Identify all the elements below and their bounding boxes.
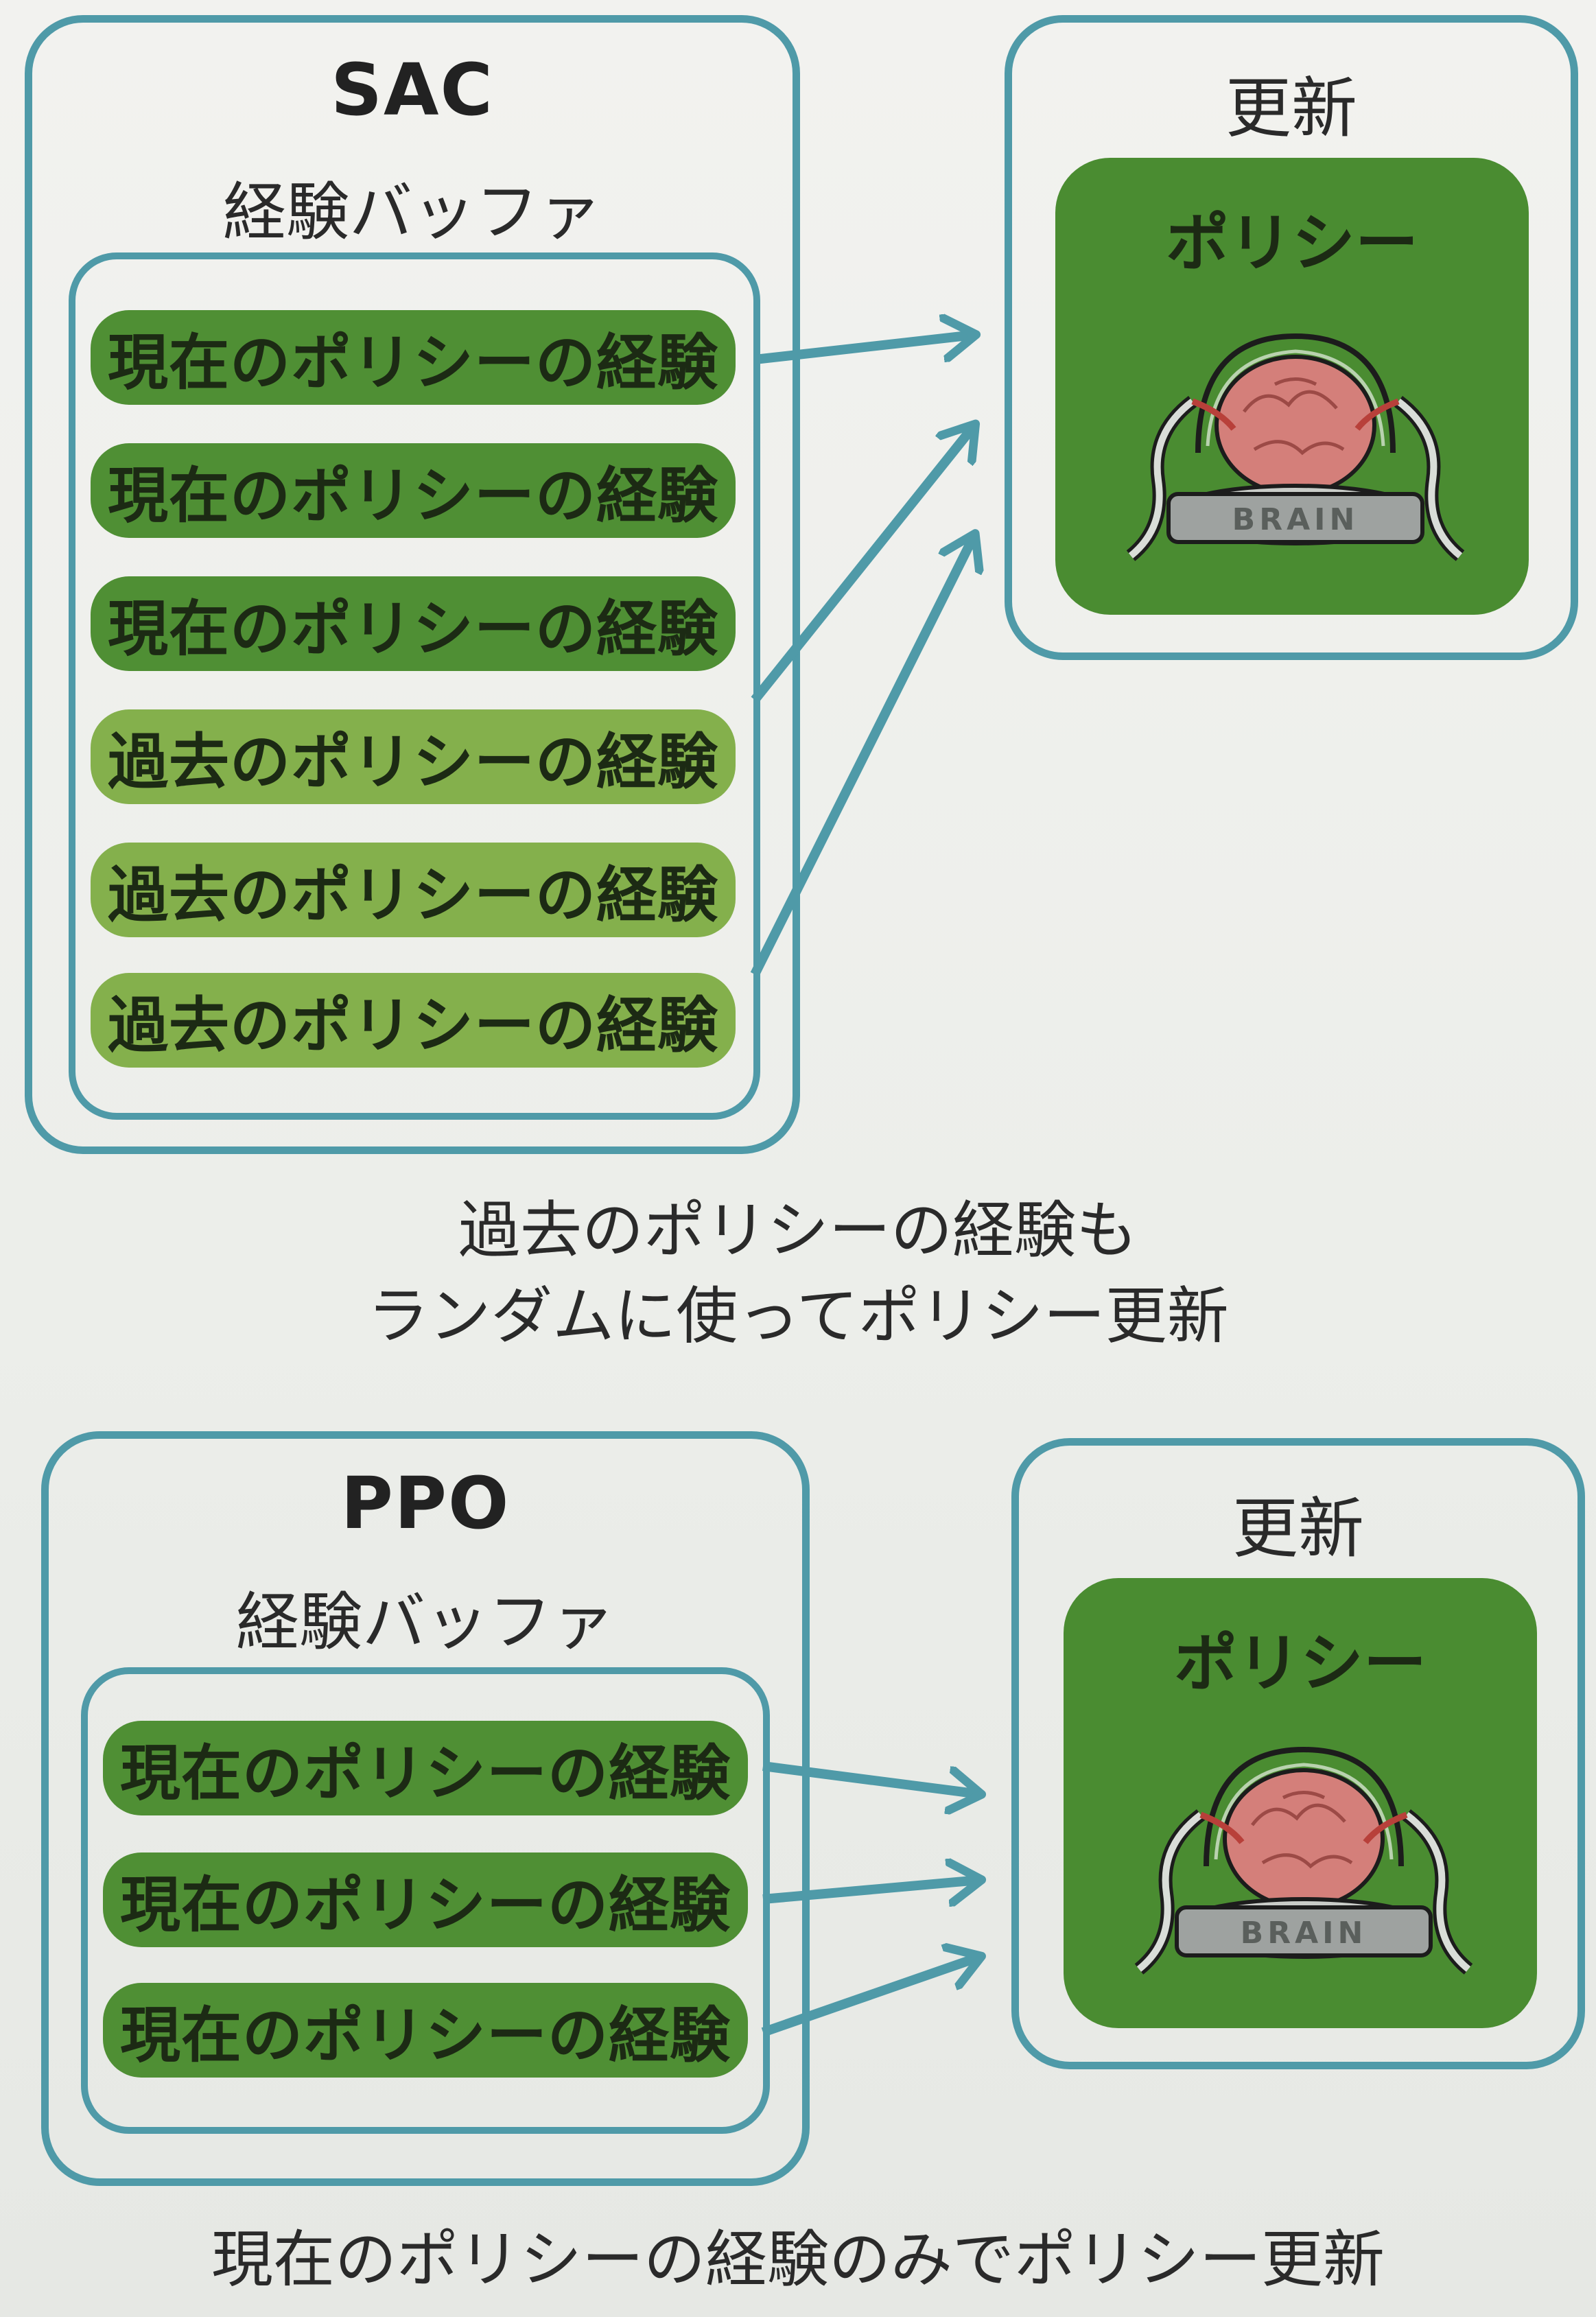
sac-experience-item: 現在のポリシーの経験: [91, 576, 736, 671]
sac-arrow: [754, 335, 974, 364]
sac-buffer-frame: [25, 15, 800, 1154]
sac-policy-label: ポリシー: [1165, 207, 1418, 280]
brain-icon: BRAIN: [1126, 333, 1465, 561]
ppo-experience-item: 現在のポリシーの経験: [103, 1983, 748, 2078]
sac-update-frame: [1005, 15, 1578, 660]
ppo-buffer-frame: [41, 1431, 810, 2186]
ppo-update-label: 更新: [1232, 1490, 1364, 1567]
ppo-experience-item: 現在のポリシーの経験: [103, 1853, 748, 1947]
brain-label: BRAIN: [1232, 502, 1359, 537]
sac-update-label: 更新: [1225, 70, 1357, 147]
ppo-arrow: [761, 1957, 980, 2037]
ppo-arrow: [762, 1880, 980, 1899]
sac-caption-line1: 過去のポリシーの経験も: [458, 1195, 1138, 1267]
ppo-caption: 現在のポリシーの経験のみでポリシー更新: [211, 2224, 1385, 2296]
sac-arrow: [750, 535, 974, 977]
sac-experience-item: 過去のポリシーの経験: [91, 973, 736, 1068]
sac-buffer-label: 経験バッファ: [222, 176, 602, 249]
brain-icon: BRAIN: [1134, 1746, 1473, 1975]
sac-experience-item: 過去のポリシーの経験: [91, 709, 736, 804]
ppo-title: PPO: [340, 1461, 511, 1545]
ppo-experience-item: 現在のポリシーの経験: [103, 1721, 748, 1815]
ppo-update-frame: [1011, 1438, 1585, 2069]
sac-experience-item: 過去のポリシーの経験: [91, 843, 736, 937]
ppo-buffer-label: 経験バッファ: [235, 1586, 615, 1659]
sac-arrow: [751, 425, 974, 703]
sac-title: SAC: [331, 48, 494, 132]
sac-caption-line2: ランダムに使ってポリシー更新: [367, 1280, 1229, 1352]
brain-label: BRAIN: [1241, 1916, 1368, 1951]
ppo-policy-label: ポリシー: [1173, 1627, 1427, 1700]
sac-experience-item: 現在のポリシーの経験: [91, 443, 736, 538]
sac-buffer-list: [69, 252, 760, 1120]
sac-experience-item: 現在のポリシーの経験: [91, 310, 736, 405]
ppo-arrow: [762, 1761, 980, 1794]
